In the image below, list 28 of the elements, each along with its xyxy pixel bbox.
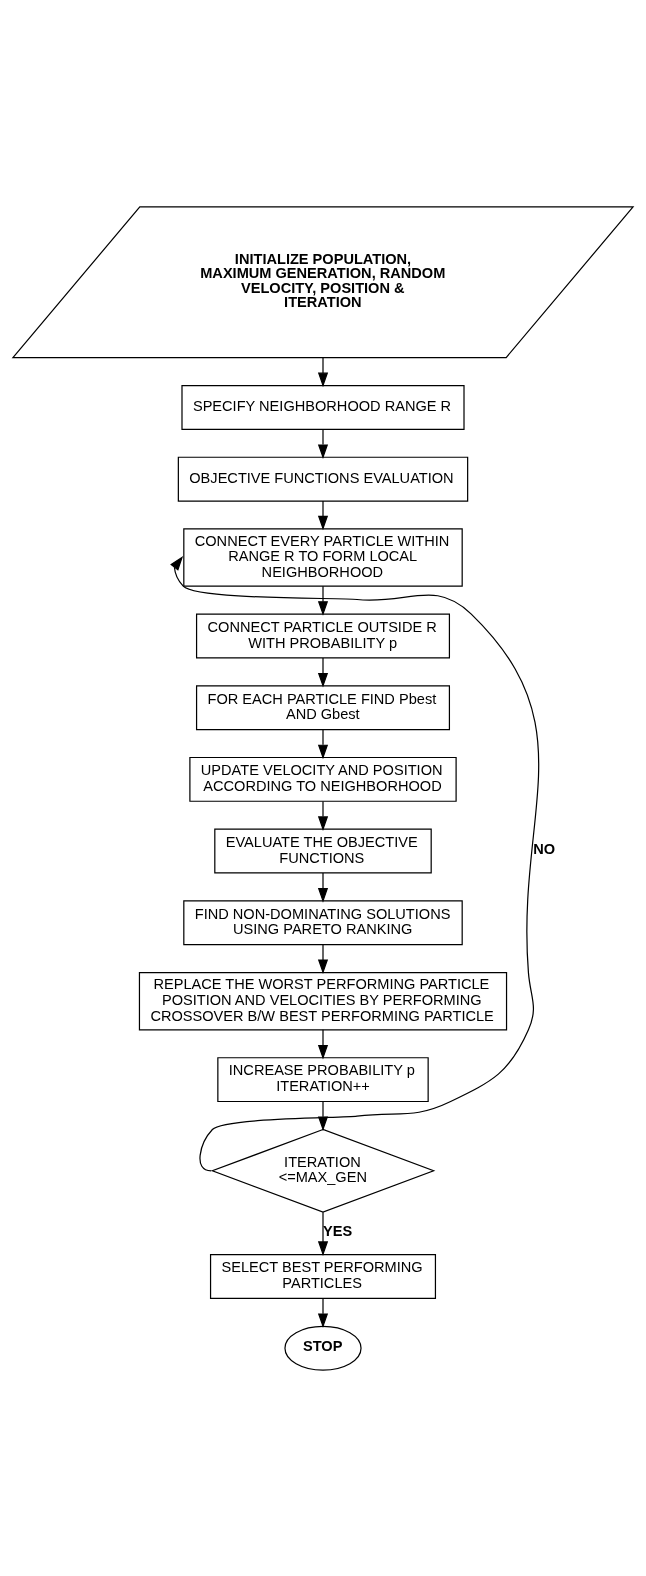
arrow [317, 656, 329, 688]
node-box: OBJECTIVE FUNCTIONS EVALUATION [177, 456, 469, 502]
node-diamond: ITERATION <=MAX_GEN [210, 1128, 436, 1213]
arrow [317, 872, 329, 903]
arrow [317, 500, 329, 530]
node-box: FIND NON-DOMINATING SOLUTIONS USING PARETO RANKING [183, 899, 463, 945]
edge-label: NO [533, 840, 556, 857]
node-box: INCREASE PROBABILITY p ITERATION++ [217, 1056, 429, 1102]
node-ellipse: STOP [284, 1325, 362, 1371]
arrow [317, 800, 329, 831]
arrow [317, 1211, 329, 1256]
node-box: CONNECT PARTICLE OUTSIDE R WITH PROBABILITY p [195, 612, 451, 658]
arrow [317, 1100, 329, 1131]
arrow [317, 585, 329, 616]
arrow [170, 555, 540, 1171]
arrow [317, 428, 329, 459]
node-box: REPLACE THE WORST PERFORMING PARTICLE POSITION AND VELOCITIES BY PERFORMING CROSSOVER B/W BEST PERFORMING PARTICLE [138, 971, 508, 1030]
node-box: SPECIFY NEIGHBORHOOD RANGE R [181, 384, 465, 430]
arrow [317, 1297, 329, 1328]
arrow [317, 728, 329, 759]
node-box: CONNECT EVERY PARTICLE WITHIN RANGE R TO FORM LOCAL NEIGHBORHOOD [183, 527, 463, 587]
arrow [317, 356, 329, 387]
node-box: SELECT BEST PERFORMING PARTICLES [209, 1253, 437, 1299]
node-box: FOR EACH PARTICLE FIND Pbest AND Gbest [195, 684, 451, 730]
node-box: EVALUATE THE OBJECTIVE FUNCTIONS [214, 828, 432, 874]
node-box: UPDATE VELOCITY AND POSITION ACCORDING TO NEIGHBORHOOD [189, 756, 457, 802]
arrow [317, 943, 329, 974]
arrow [317, 1028, 329, 1060]
